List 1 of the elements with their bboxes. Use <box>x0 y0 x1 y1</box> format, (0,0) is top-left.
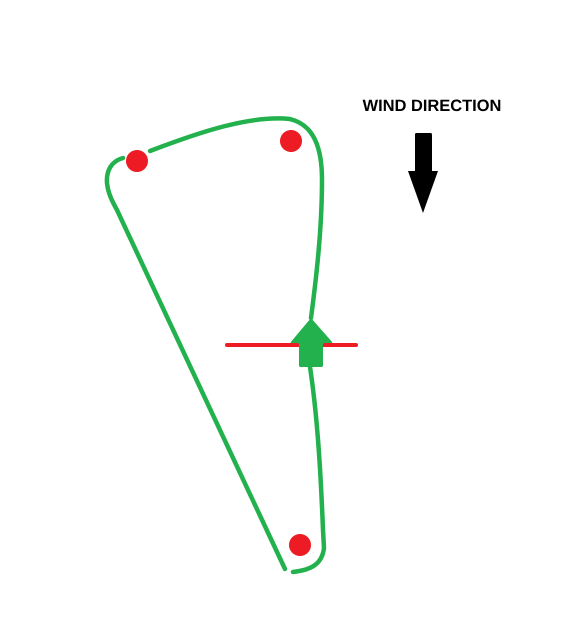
label-text: WIND DIRECTION <box>362 100 500 112</box>
